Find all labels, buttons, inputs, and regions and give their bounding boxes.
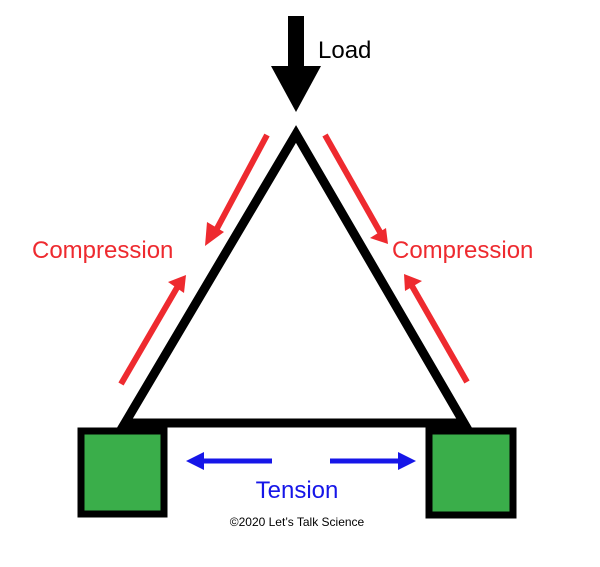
load-label: Load (318, 37, 371, 64)
tension-label: Tension (256, 477, 339, 504)
triangle-truss (117, 125, 472, 428)
compression-arrow-right-bottom-icon (404, 274, 470, 384)
tension-arrow-right-icon (330, 452, 416, 470)
support-block-left (77, 427, 168, 518)
compression-label-left: Compression (32, 237, 173, 264)
compression-label-right: Compression (392, 237, 533, 264)
load-arrow-icon (271, 16, 321, 112)
copyright-text: ©2020 Let’s Talk Science (230, 515, 365, 529)
support-block-right (425, 427, 517, 519)
compression-arrow-left-bottom-icon (118, 275, 186, 386)
compression-arrow-left-top-icon (205, 133, 270, 246)
tension-arrow-left-icon (186, 452, 272, 470)
compression-arrow-right-top-icon (322, 133, 388, 244)
